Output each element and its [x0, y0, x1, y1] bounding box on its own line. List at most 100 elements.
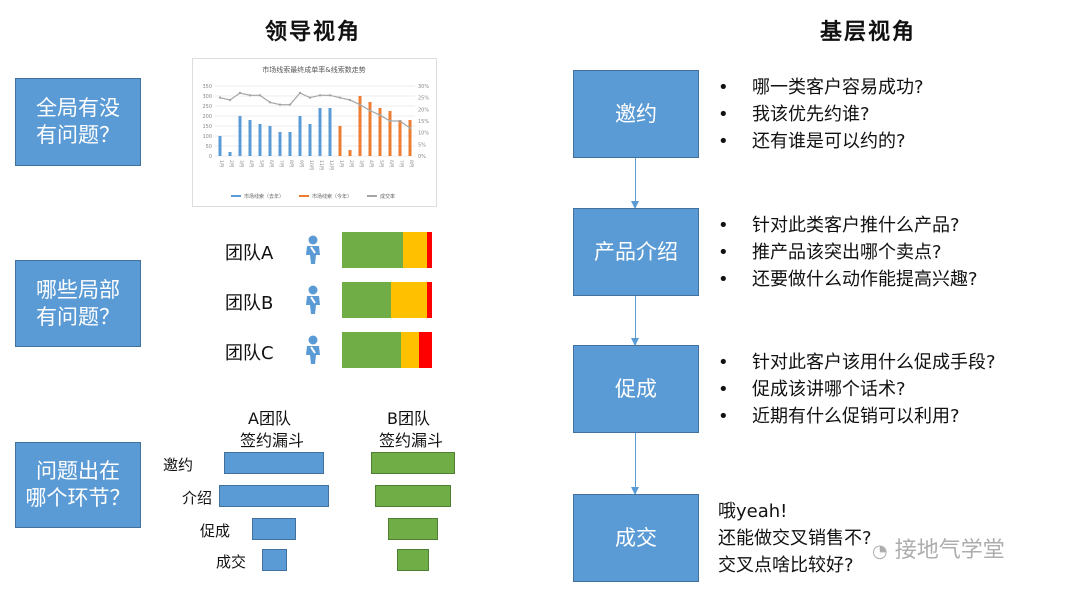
funnel-title-b: B团队	[387, 409, 430, 428]
funnel-a-bar	[252, 518, 296, 540]
bar	[248, 120, 252, 156]
funnel-stage-label: 邀约	[163, 456, 194, 474]
flow-arrow	[631, 296, 639, 346]
question-box-global: 全局有没 有问题？	[15, 78, 141, 166]
x-tick: 1月	[218, 160, 224, 167]
person-icon	[302, 335, 324, 369]
leader-view-title: 领导视角	[265, 19, 362, 45]
note-line: 还能做交叉销售不?	[718, 528, 872, 549]
y2-tick: 10%	[418, 131, 429, 137]
y-tick: 250	[202, 104, 212, 110]
bar-segment-yellow	[401, 332, 419, 368]
rate-point	[228, 98, 232, 102]
legend-swatch	[231, 195, 241, 197]
bar	[338, 126, 342, 156]
step-notes: •针对此类客户推什么产品?•推产品该突出哪个卖点?•还要做什么动作能提高兴趣?	[718, 212, 978, 293]
bar-segment-green	[342, 332, 402, 368]
step-box: 促成	[573, 345, 699, 433]
funnel-stage-label: 介绍	[182, 489, 213, 507]
bullet-text: 还有谁是可以约的?	[752, 131, 906, 152]
bullet-text: 我该优先约谁?	[752, 104, 870, 125]
rate-point	[258, 94, 262, 97]
legend-label: 成交率	[380, 193, 395, 200]
rate-point	[338, 96, 342, 99]
funnel-stage-label: 成交	[216, 553, 247, 571]
legend-swatch	[367, 195, 377, 197]
bullet-dot: •	[718, 352, 729, 373]
bullet-item: •近期有什么促销可以利用?	[718, 403, 996, 430]
rate-point	[368, 109, 372, 112]
wechat-icon: ◔	[872, 541, 888, 562]
rate-line	[219, 92, 411, 129]
rate-point	[328, 94, 332, 97]
rate-point	[318, 94, 322, 97]
person-icon	[302, 285, 324, 319]
question-box-stage: 问题出在 哪个环节？	[15, 442, 141, 528]
bar	[298, 116, 302, 156]
rate-point	[238, 91, 242, 95]
bar	[318, 108, 322, 156]
step-notes: 哦yeah!还能做交叉销售不?交叉点啥比较好?	[718, 498, 872, 579]
person-icon	[302, 235, 324, 269]
legend-label: 市场线索（去年）	[244, 193, 284, 200]
step-notes: •哪一类客户容易成功?•我该优先约谁? • 还有谁是可以约的?	[718, 74, 924, 155]
bullet-item: •我该优先约谁?	[718, 101, 924, 128]
bullet-item: •哪一类客户容易成功?	[718, 74, 924, 101]
y-tick: 300	[202, 94, 212, 100]
step-box: 产品介绍	[573, 208, 699, 296]
rate-point	[288, 103, 292, 106]
y-tick: 200	[202, 114, 212, 120]
bar	[358, 96, 362, 156]
bullet-text: 推产品该突出哪个卖点?	[752, 242, 942, 263]
funnel-title-a: A团队	[248, 409, 291, 428]
x-tick: 6月	[268, 160, 274, 167]
y-tick: 50	[206, 144, 212, 150]
x-tick: 2月	[348, 160, 354, 167]
x-tick: 12月	[328, 160, 334, 170]
funnel-b-bar	[397, 549, 429, 571]
team-label: 团队A	[225, 243, 274, 264]
x-tick: 8月	[408, 160, 414, 167]
x-tick: 5月	[378, 160, 384, 167]
question-box-local: 哪些局部 有问题？	[15, 260, 141, 347]
bar	[218, 136, 222, 156]
y-tick: 350	[202, 84, 212, 90]
bar	[268, 126, 272, 156]
bullet-text: 针对此类客户推什么产品?	[752, 215, 960, 236]
bar	[408, 120, 412, 156]
rate-point	[358, 103, 362, 106]
bullet-item: •针对此类客户推什么产品?	[718, 212, 978, 239]
y-tick: 0	[209, 154, 212, 160]
bullet-dot: •	[718, 131, 729, 152]
funnel-a-bar	[261, 549, 287, 571]
bar-segment-red	[426, 282, 432, 318]
bar-segment-yellow	[403, 232, 428, 268]
rate-point	[378, 113, 382, 117]
rate-point	[218, 96, 222, 99]
x-tick: 3月	[238, 160, 244, 167]
team-progress-bar	[342, 232, 432, 268]
x-tick: 6月	[388, 160, 394, 167]
bar	[288, 132, 292, 156]
y2-tick: 5%	[418, 142, 426, 148]
y2-tick: 15%	[418, 119, 429, 125]
bar-segment-green	[342, 232, 404, 268]
funnel-b-bar	[388, 518, 438, 540]
funnel-subtitle-a: 签约漏斗	[240, 431, 305, 450]
step-notes: •针对此客户该用什么促成手段?•促成该讲哪个话术?•近期有什么促销可以利用?	[718, 349, 996, 430]
bullet-text: 哪一类客户容易成功?	[752, 77, 924, 98]
team-label: 团队C	[225, 343, 274, 364]
x-tick: 4月	[248, 160, 254, 167]
funnel-subtitle-b: 签约漏斗	[379, 431, 444, 450]
bullet-text: 促成该讲哪个话术?	[752, 379, 906, 400]
bullet-item: •推产品该突出哪个卖点?	[718, 239, 978, 266]
bar	[388, 111, 392, 156]
frontline-view-title: 基层视角	[820, 19, 917, 45]
watermark: ◔ 接地气学堂	[872, 532, 1005, 564]
bar	[378, 108, 382, 156]
x-tick: 1月	[338, 160, 344, 167]
flow-arrow	[631, 433, 639, 495]
team-progress-bar	[342, 282, 432, 318]
bar	[238, 116, 242, 156]
bar	[328, 108, 332, 156]
